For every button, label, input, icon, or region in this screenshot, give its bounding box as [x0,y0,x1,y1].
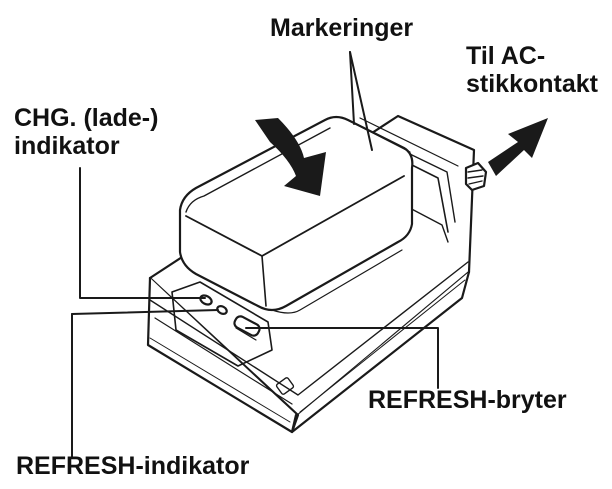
battery-pack [178,115,414,314]
leader-chg [79,167,206,299]
ac-plug [464,161,488,192]
label-refresh-indicator: REFRESH-indikator [16,452,250,480]
leader-markings-2 [349,51,373,151]
label-chg-indicator: CHG. (lade-) indikator [14,104,158,160]
ac-direction-arrow [488,118,548,176]
insert-arrow [255,118,326,196]
label-chg-line2: indikator [14,132,120,160]
label-ac-line2: stikkontakt [466,70,598,98]
refresh-switch [233,315,261,337]
label-refresh-switch: REFRESH-bryter [368,386,567,414]
label-ac-line1: Til AC- [466,42,546,70]
label-ac-outlet: Til AC- stikkontakt [466,42,598,98]
leader-lines [71,51,439,459]
side-detail [275,377,295,395]
leader-refresh-switch [245,327,439,389]
front-panel [171,281,273,367]
label-markings: Markeringer [270,14,414,42]
refresh-led [216,305,228,315]
label-chg-line1: CHG. (lade-) [14,104,159,132]
leader-markings-1 [349,51,355,125]
leader-refresh-indicator-h [71,309,219,315]
